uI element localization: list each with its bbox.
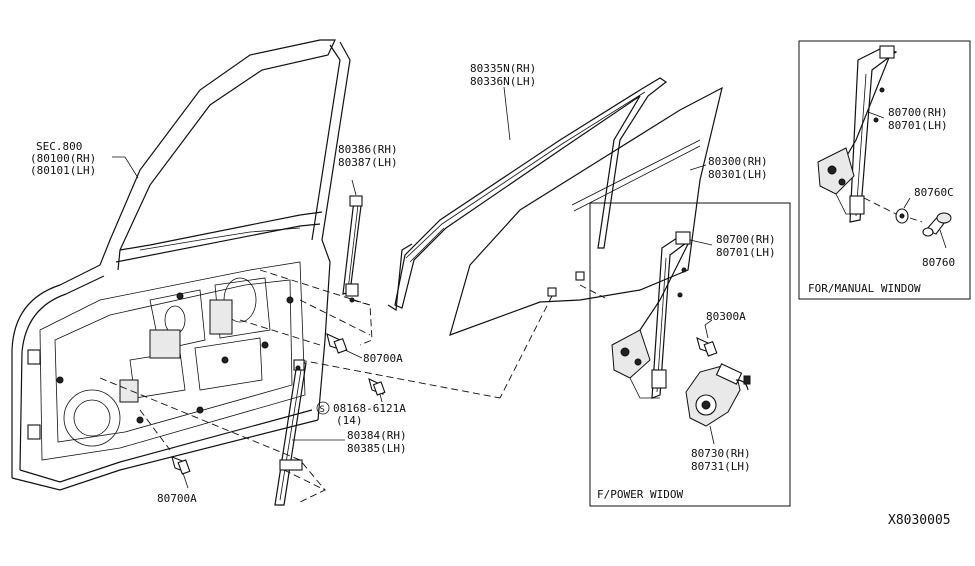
label-80335n: 80335N(RH) [470,62,536,75]
diagram-code: X8030005 [888,513,951,528]
label-80700a-mid: 80700A [363,352,403,365]
label-screw-qty: (14) [336,414,363,427]
bolt-icon [696,337,718,357]
crank-handle-icon [922,212,952,237]
bolt-icon [171,456,191,475]
label-80730: 80730(RH) [691,447,751,460]
bolt-icon [368,378,386,396]
label-80387: 80387(LH) [338,156,398,169]
label-80760: 80760 [922,256,955,269]
label-80336n: 80336N(LH) [470,75,536,88]
label-80760c: 80760C [914,186,954,199]
glass-run-channel-icon [342,195,363,303]
label-08168-6121a: 08168-6121A [333,402,406,415]
power-caption: F/POWER WIDOW [597,488,683,501]
door-glass-icon [449,86,723,336]
label-80301: 80301(LH) [708,168,768,181]
label-80701-main: 80701(LH) [716,246,776,259]
manual-window-box [798,40,971,300]
screw-symbol: S [320,405,325,415]
glass-run-channel-icon [274,359,307,506]
label-80384: 80384(RH) [347,429,407,442]
handle-base-icon [895,208,909,224]
label-80700-main: 80700(RH) [716,233,776,246]
label-80700-manual: 80700(RH) [888,106,948,119]
bolt-icon [326,333,348,354]
manual-caption: FOR/MANUAL WINDOW [808,282,921,295]
label-80385: 80385(LH) [347,442,407,455]
label-80386: 80386(RH) [338,143,398,156]
label-80731: 80731(LH) [691,460,751,473]
glass-run-channel-icon [387,77,668,312]
label-80300a: 80300A [706,310,746,323]
label-sec800-rh: (80100(RH) [30,152,96,165]
label-sec800-lh: (80101(LH) [30,164,96,177]
window-motor-icon [685,363,751,427]
manual-window-regulator-icon [817,45,898,223]
label-80701-manual: 80701(LH) [888,119,948,132]
power-window-regulator-icon [611,231,692,399]
power-window-box [589,202,791,507]
screw-symbol-icon [316,401,330,415]
door-panel-icon [11,39,501,491]
label-sec800: SEC.800 [36,140,82,153]
label-80300: 80300(RH) [708,155,768,168]
label-80700a-bottom: 80700A [157,492,197,505]
